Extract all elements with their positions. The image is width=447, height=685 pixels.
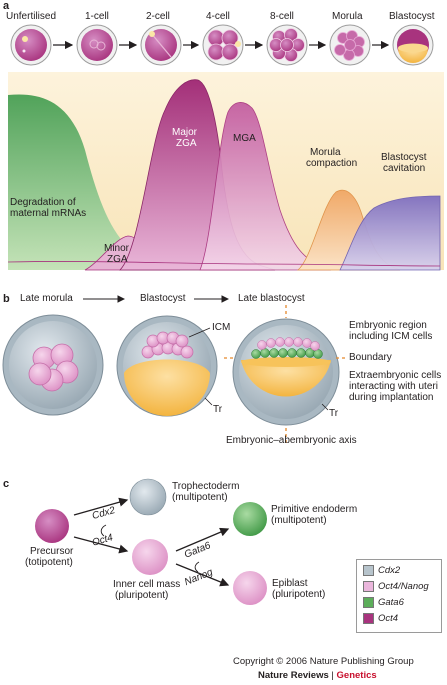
inhibition-arrows [100, 524, 200, 573]
embryonic-region-label-line2: including ICM cells [349, 331, 433, 342]
degradation-label-line2: maternal mRNAs [10, 208, 87, 219]
trophectoderm-cell [129, 478, 167, 516]
legend-swatch [363, 596, 374, 608]
stage-embryo-morula [329, 24, 371, 66]
late-blastocyst-label: Late blastocyst [238, 293, 305, 304]
legend-swatch [363, 564, 374, 576]
mga-label: MGA [233, 133, 256, 144]
stage-label-unfertilised: Unfertilised [6, 11, 57, 22]
axis-label: Embryonic–abembryonic axis [226, 435, 357, 446]
late-blastocyst-embryo [232, 318, 340, 426]
minor-zga-label-line1: Minor [104, 243, 130, 254]
epiblast-label-line1: Epiblast [272, 578, 308, 589]
cavitation-label-line1: Blastocyst [381, 152, 427, 163]
trophectoderm-label-line2: (multipotent) [172, 492, 228, 503]
compaction-label-line2: compaction [306, 158, 358, 169]
embryonic-region-label-line1: Embryonic region [349, 320, 427, 331]
journal-separator: | [328, 670, 337, 681]
tr-label-left: Tr [213, 404, 223, 415]
trophectoderm-label-line1: Trophectoderm [172, 481, 240, 492]
lineage-arrows [73, 497, 230, 587]
late-morula-label: Late morula [20, 293, 73, 304]
icm-cell [132, 539, 168, 575]
icm-label: ICM [212, 322, 231, 333]
legend-label: Oct4/Nanog [378, 580, 429, 592]
major-zga-label-line1: Major [172, 127, 198, 138]
primitive-endoderm-label-line1: Primitive endoderm [271, 504, 358, 515]
tr-label-right: Tr [329, 408, 339, 419]
legend-item-oct4: Oct4 [363, 612, 398, 624]
copyright-text: Copyright © 2006 Nature Publishing Group [233, 656, 414, 667]
legend-item-oct4-nanog: Oct4/Nanog [363, 580, 429, 592]
precursor-cell [35, 509, 69, 543]
legend-label: Gata6 [378, 596, 404, 608]
degradation-curve [8, 94, 440, 270]
precursor-label-line2: (totipotent) [25, 557, 73, 568]
journal-name: Nature Reviews [258, 670, 329, 681]
stage-embryo-unfertilised [10, 24, 52, 66]
epiblast-cell [233, 571, 267, 605]
stage-label-8-cell: 8-cell [270, 11, 294, 22]
maternal-baseline [7, 261, 441, 267]
legend-label: Oct4 [378, 612, 399, 624]
late-morula-embryo [2, 314, 104, 416]
axis-lines [224, 305, 346, 446]
degradation-label-line1: Degradation of [10, 197, 76, 208]
mga-curve [199, 102, 332, 271]
minor-zga-label-line2: ZGA [107, 254, 128, 265]
legend-swatch [363, 580, 374, 592]
panel-c-letter: c [3, 478, 10, 490]
stage-embryo-2-cell [140, 24, 182, 66]
icm-node-label-line2: (pluripotent) [115, 590, 169, 601]
legend-item-cdx2: Cdx2 [363, 564, 400, 576]
extraembryonic-label-line1: Extraembryonic cells [349, 370, 442, 381]
legend: Cdx2 Oct4/Nanog Gata6 Oct4 [356, 559, 442, 633]
stage-label-morula: Morula [332, 11, 363, 22]
legend-item-gata6: Gata6 [363, 596, 404, 608]
extraembryonic-label-line3: during implantation [349, 392, 434, 403]
primitive-endoderm-cell [233, 502, 267, 536]
stage-embryo-8-cell [266, 24, 308, 66]
compaction-label-line1: Morula [310, 147, 341, 158]
stage-label-blastocyst: Blastocyst [389, 11, 435, 22]
cavitation-curve [339, 195, 441, 271]
legend-swatch [363, 612, 374, 624]
major-zga-label-line2: ZGA [176, 138, 197, 149]
stage-embryo-blastocyst [392, 24, 434, 66]
stage-embryo-1-cell [76, 24, 118, 66]
panel-a-letter: a [3, 0, 10, 12]
stage-embryo-4-cell [202, 24, 244, 66]
journal-section: Genetics [336, 670, 377, 681]
epiblast-label-line2: (pluripotent) [272, 589, 326, 600]
icm-node-label-line1: Inner cell mass [113, 579, 181, 590]
stage-label-2-cell: 2-cell [146, 11, 170, 22]
blastocyst-embryo [116, 315, 218, 417]
precursor-label-line1: Precursor [30, 546, 74, 557]
primitive-endoderm-label-line2: (multipotent) [271, 515, 327, 526]
legend-label: Cdx2 [378, 564, 401, 576]
stage-label-4-cell: 4-cell [206, 11, 230, 22]
blastocyst-label: Blastocyst [140, 293, 186, 304]
journal-credit: Nature Reviews | Genetics [258, 670, 377, 681]
extraembryonic-label-line2: interacting with uteri [349, 381, 438, 392]
panel-b-letter: b [3, 293, 10, 305]
stage-label-1-cell: 1-cell [85, 11, 109, 22]
boundary-label: Boundary [349, 352, 392, 363]
cavitation-label-line2: cavitation [383, 163, 426, 174]
